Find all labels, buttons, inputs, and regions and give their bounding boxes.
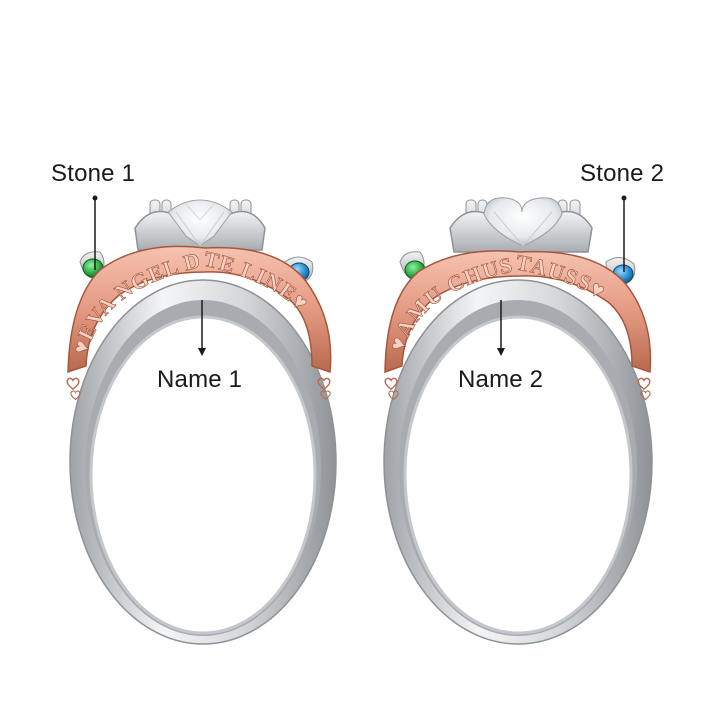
diamond-icon	[167, 199, 233, 247]
heart-icon	[66, 377, 80, 390]
stone-2-label: Stone 2	[580, 160, 665, 187]
ring-1-opening	[89, 315, 317, 635]
name-1-label: Name 1	[157, 366, 243, 393]
stone-1-label: Stone 1	[51, 160, 136, 187]
ring-2: ♥AMU CHUSTAUSS♥	[383, 195, 653, 645]
ring-2-opening	[403, 315, 633, 635]
ring-1: ♥EVA NGEL DTE LINE♥	[66, 195, 337, 645]
ring-1-name-crown	[67, 245, 332, 374]
diamond-icon	[483, 197, 563, 247]
name-2-label: Name 2	[458, 366, 544, 393]
ring-2-name-crown	[384, 250, 652, 374]
